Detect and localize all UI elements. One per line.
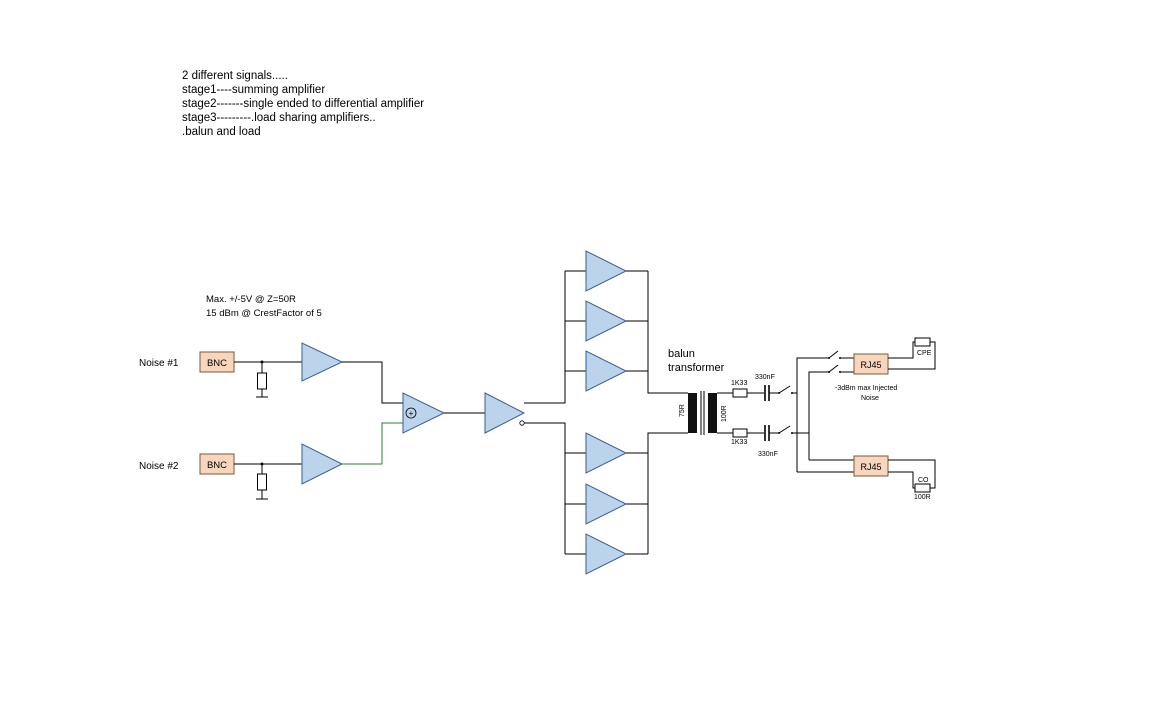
switch-top — [778, 385, 791, 394]
capacitor-top — [764, 385, 770, 401]
rj45-connector-bottom — [853, 455, 889, 477]
rj45-bottom-label: RJ45 — [860, 462, 881, 472]
load-sharing-amp-bottom-1 — [585, 432, 628, 474]
noise1-label: Noise #1 — [139, 358, 179, 369]
input-amplifier-1 — [301, 342, 344, 382]
cpe-label: CPE — [917, 350, 932, 357]
resistor-bottom-label: 1K33 — [731, 439, 747, 446]
co-load-resistor — [914, 483, 931, 493]
load-sharing-amp-top-2 — [585, 300, 628, 342]
load-sharing-amp-top-1 — [585, 250, 628, 292]
cpe-load-resistor — [914, 337, 931, 347]
spec-line-2: 15 dBm @ CrestFactor of 5 — [206, 308, 322, 319]
balun-secondary-label: 100R — [721, 405, 728, 422]
capacitor-bottom — [764, 425, 770, 441]
load-sharing-amp-bottom-3 — [585, 533, 628, 575]
balun-transformer — [688, 391, 717, 435]
noise2-label: Noise #2 — [139, 461, 179, 472]
note-line-3: stage2-------single ended to differentia… — [182, 98, 425, 110]
resistor-top-label: 1K33 — [731, 380, 747, 387]
injected-noise-label-2: Noise — [861, 395, 879, 402]
spec-line-1: Max. +/-5V @ Z=50R — [206, 294, 296, 305]
sum-symbol-text: + — [409, 409, 414, 418]
summing-amplifier — [402, 392, 446, 434]
capacitor-bottom-label: 330nF — [758, 451, 778, 458]
balun-label-1: balun — [668, 348, 695, 360]
note-line-4: stage3---------.load sharing amplifiers.… — [182, 112, 376, 124]
description-notes: 2 different signals..... stage1----summi… — [182, 69, 424, 139]
co-resistor-label: 100R — [914, 494, 931, 501]
note-line-1: 2 different signals..... — [182, 70, 288, 82]
input-amplifier-2 — [301, 443, 344, 485]
note-line-2: stage1----summing amplifier — [182, 84, 326, 96]
differential-amplifier — [484, 392, 526, 434]
injected-noise-label-1: -3dBm max Injected — [835, 385, 897, 392]
sum-symbol — [405, 407, 417, 419]
note-line-5: .balun and load — [182, 126, 261, 138]
input1-termination — [234, 360, 302, 398]
switch-bottom — [778, 425, 791, 434]
capacitor-top-label: 330nF — [755, 374, 775, 381]
input2-termination — [234, 462, 302, 500]
load-sharing-amp-top-3 — [585, 350, 628, 392]
bnc2-label: BNC — [207, 460, 227, 471]
rj45-top-label: RJ45 — [860, 360, 881, 370]
inverting-output-bubble — [519, 420, 525, 426]
bnc1-label: BNC — [207, 358, 227, 369]
balun-label-2: transformer — [668, 362, 725, 374]
rj45-connector-top — [853, 353, 889, 375]
co-label: CO — [918, 477, 929, 484]
load-sharing-amp-bottom-2 — [585, 483, 628, 525]
resistor-top — [732, 388, 748, 398]
balun-primary-label: 75R — [679, 404, 686, 417]
resistor-bottom — [732, 428, 748, 438]
